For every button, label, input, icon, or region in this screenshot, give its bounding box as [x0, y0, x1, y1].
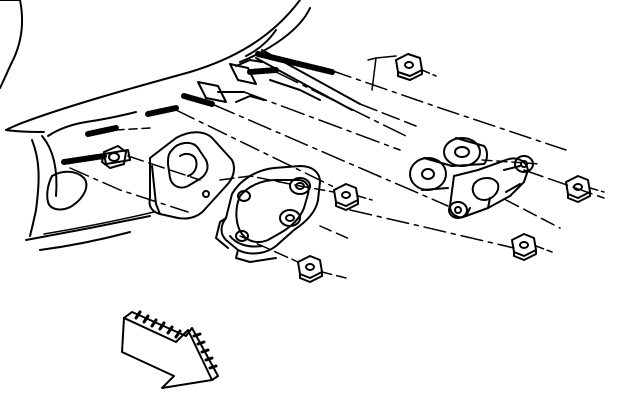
clamp-bracket — [450, 158, 528, 217]
stud-left-lower — [64, 150, 130, 164]
rubber-insulator-washers — [410, 138, 533, 218]
nut-top-right — [396, 54, 422, 80]
nut-left — [102, 146, 126, 168]
insulator-lower — [410, 158, 452, 190]
stud-center — [148, 108, 176, 114]
stud-long-2 — [230, 60, 276, 84]
mounting-bracket — [149, 132, 234, 218]
nut-center — [334, 184, 358, 210]
stud-long-3 — [184, 82, 226, 104]
stud-long-1 — [256, 50, 360, 110]
nut-right-lower — [512, 234, 536, 260]
mounting-studs — [64, 50, 360, 164]
gasket-plate — [216, 166, 320, 262]
alignment-lines — [70, 56, 604, 278]
stud-left-upper — [88, 128, 116, 134]
insulator-upper — [444, 138, 487, 166]
nut-bottom-center — [298, 256, 322, 282]
view-direction-arrow — [122, 312, 218, 388]
insulator-right-2 — [449, 202, 467, 218]
vehicle-body-panel — [0, 0, 310, 250]
